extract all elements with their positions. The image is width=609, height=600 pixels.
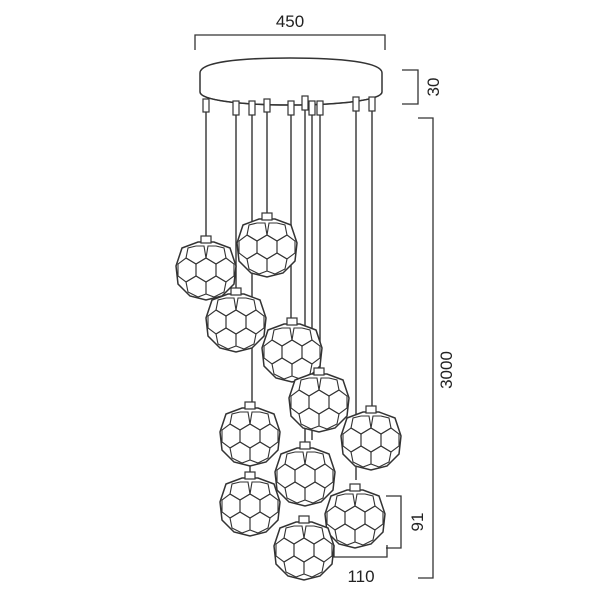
canopy-width-label: 450 xyxy=(276,12,304,31)
shade-height-dimension: 91 xyxy=(386,495,427,549)
shade-height-label: 91 xyxy=(408,513,427,532)
faceted-shade xyxy=(219,471,281,537)
shade-height-bracket xyxy=(386,495,402,549)
cord-grip xyxy=(301,95,309,111)
cord-grip xyxy=(263,98,271,113)
faceted-shade xyxy=(236,212,298,278)
shades xyxy=(175,212,402,581)
drop-length-bracket xyxy=(418,117,434,579)
faceted-shade xyxy=(175,235,237,301)
shade-width-dimension: 110 xyxy=(333,545,388,586)
cord-grip xyxy=(202,98,210,113)
faceted-shade xyxy=(273,515,335,581)
canopy-height-bracket xyxy=(402,69,419,105)
faceted-shade xyxy=(261,317,323,383)
cord-grip xyxy=(232,100,240,116)
cord-grip xyxy=(352,96,360,112)
canopy-width-bracket xyxy=(194,34,386,50)
shade-width-label: 110 xyxy=(347,567,374,586)
cord-grip xyxy=(308,100,316,116)
faceted-shade xyxy=(340,405,402,471)
canopy-width-dimension: 450 xyxy=(194,12,386,50)
cord-grip xyxy=(287,100,295,116)
drop-length-label: 3000 xyxy=(437,351,456,389)
faceted-shade xyxy=(324,483,386,549)
shade-width-bracket xyxy=(333,545,388,558)
drop-length-dimension: 3000 xyxy=(418,117,456,579)
faceted-shade xyxy=(274,441,336,507)
cord-grip xyxy=(248,100,256,116)
canopy-height-label: 30 xyxy=(424,78,443,97)
cord-grip xyxy=(368,96,376,112)
faceted-shade xyxy=(219,401,281,467)
canopy-height-dimension: 30 xyxy=(402,69,443,105)
cord-grip xyxy=(316,100,324,116)
